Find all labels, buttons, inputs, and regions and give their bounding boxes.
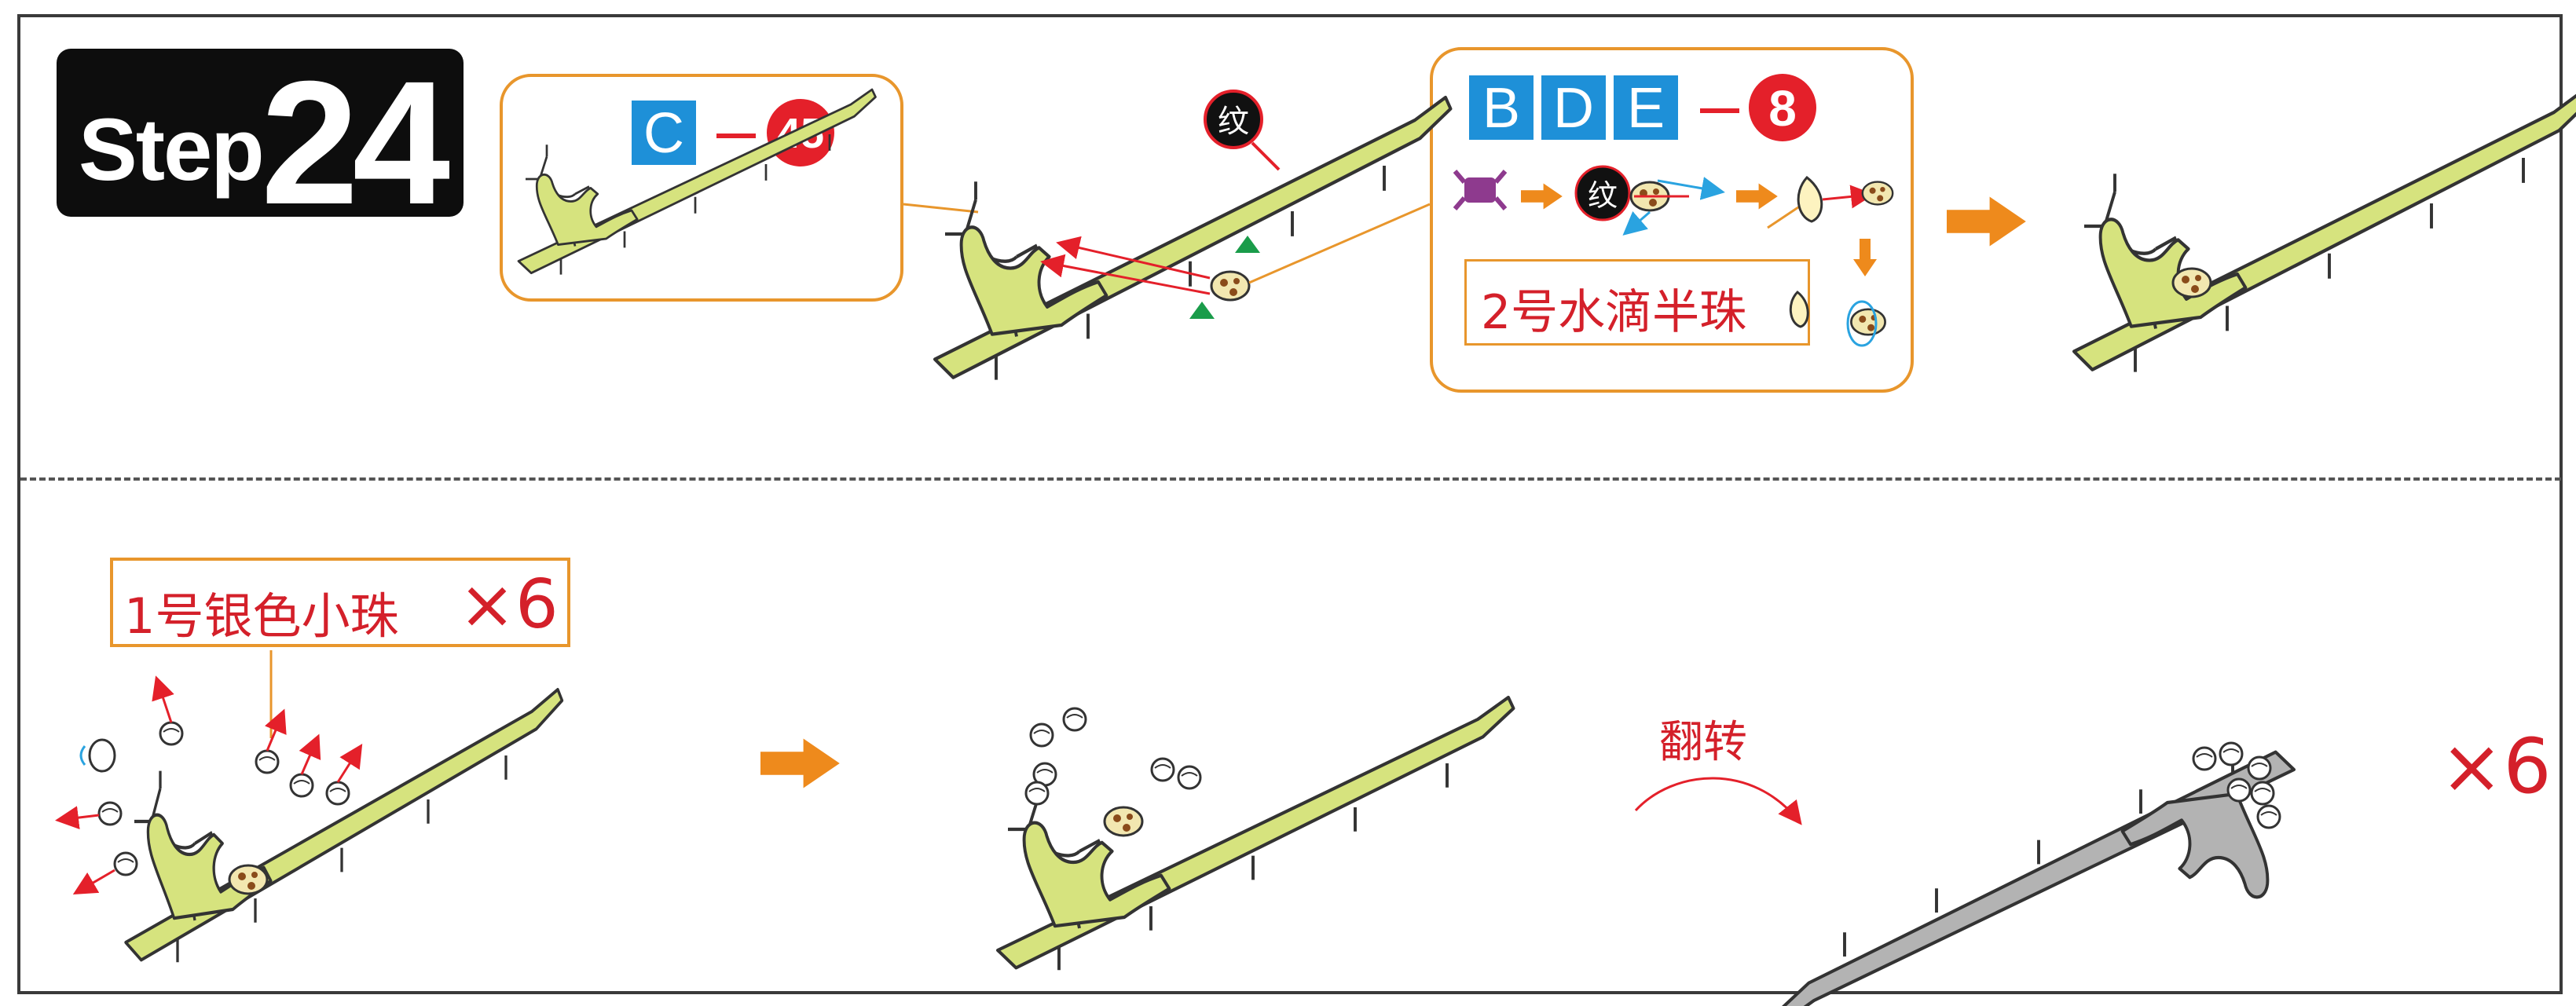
triangle-green-bottom <box>1189 302 1215 319</box>
arrow-orange-result <box>1947 196 2026 247</box>
branch-bottom-left <box>126 690 562 962</box>
silver-beads-exploded <box>55 675 363 895</box>
repeat-multiplier: ×6 <box>2440 722 2552 810</box>
triangle-green-top <box>1235 236 1260 253</box>
bead-label-teardrop-text: 2号水滴半珠 <box>1481 285 1747 340</box>
arrow-orange-2 <box>1736 183 1778 210</box>
step-word: Step <box>79 101 265 199</box>
branch-in-callout <box>517 88 877 276</box>
bead-label-teardrop: 2号水滴半珠 <box>1464 259 1810 346</box>
arrow-orange-down <box>1853 239 1877 276</box>
teardrop-icon-label <box>1789 291 1809 328</box>
part-code-e: E <box>1614 75 1678 140</box>
bead-label-silver: 1号银色小珠 ×6 <box>110 558 570 647</box>
bead-assembly-step <box>1622 177 1725 236</box>
count-badge-8: 8 <box>1749 74 1816 141</box>
bead-result-top <box>1861 181 1894 206</box>
pattern-marker-small-text: 纹 <box>1588 178 1618 213</box>
connector-purple <box>1453 170 1508 210</box>
part-code-b: B <box>1469 75 1534 140</box>
dash <box>1700 108 1739 113</box>
arrow-orange-1 <box>1521 183 1563 210</box>
pattern-marker-small: 纹 <box>1574 165 1631 221</box>
flip-label: 翻转 <box>1659 717 1747 768</box>
callout-part-c: C 45 <box>500 74 903 302</box>
section-divider <box>20 477 2561 481</box>
branch-main <box>935 97 1451 380</box>
bead-result-bottom <box>1846 300 1886 347</box>
flip-arrow <box>1634 777 1802 825</box>
pattern-marker: 纹 <box>1204 90 1281 171</box>
callout-parts-bde: B D E 8 2号水滴半珠 <box>1430 47 1914 393</box>
branch-bottom-flipped <box>1779 741 2295 1006</box>
bead-label-silver-text: 1号银色小珠 <box>124 587 399 645</box>
bead-main <box>1210 270 1251 302</box>
pattern-marker-text: 纹 <box>1218 104 1249 140</box>
dash <box>716 134 756 138</box>
teardrop-bead <box>1797 175 1823 223</box>
part-code-d: D <box>1541 75 1606 140</box>
arrow-orange-bottom <box>760 738 840 788</box>
bead-multiplier: ×6 <box>459 565 559 644</box>
step-number: 24 <box>261 45 450 241</box>
part-code-c: C <box>632 101 696 165</box>
branch-result-top <box>2074 90 2576 372</box>
step-badge: Step 24 <box>57 45 464 241</box>
branch-bottom-assembled <box>998 697 1514 970</box>
